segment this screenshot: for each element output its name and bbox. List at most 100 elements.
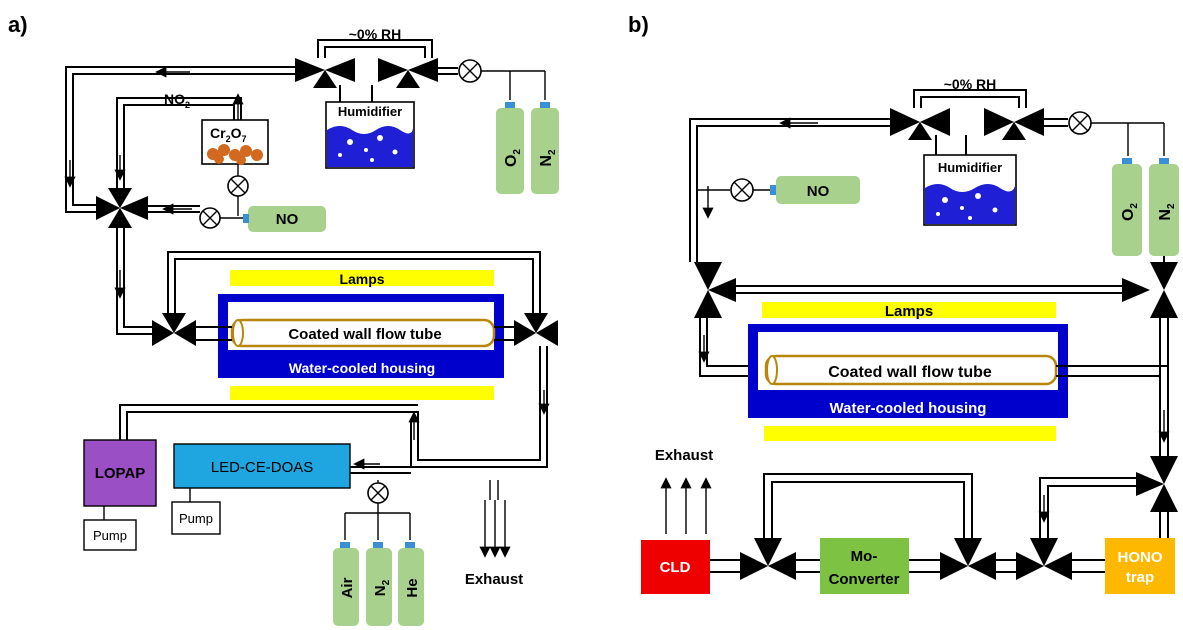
svg-text:Coated wall flow tube: Coated wall flow tube (828, 364, 992, 381)
rh-bypass-line-b (913, 89, 1027, 108)
three-way-valve-b4[interactable] (1122, 262, 1178, 318)
three-way-valve-a4[interactable] (152, 313, 196, 346)
three-way-valve-a2[interactable] (378, 58, 438, 88)
three-way-valve-a1[interactable] (295, 58, 355, 88)
svg-text:NO: NO (807, 183, 830, 200)
air-cylinder-a: Air (333, 542, 359, 626)
pipe-a-down1-inner (123, 228, 155, 328)
three-way-valve-b5[interactable] (1136, 456, 1178, 512)
o2-cylinder-b: O2 (1112, 158, 1142, 256)
mo-label-1: Mo- (851, 548, 878, 565)
pump-box-2 (171, 501, 221, 535)
svg-text:O2: O2 (1120, 203, 1140, 221)
no-cylinder-b: NO (770, 176, 860, 204)
mo-converter-box (820, 538, 909, 594)
mass-flow-controller-a4[interactable] (367, 482, 389, 504)
pipe-b-hono-left (1072, 559, 1105, 573)
three-way-valve-b2[interactable] (984, 108, 1044, 140)
three-way-valve-a3[interactable] (96, 188, 148, 228)
mass-flow-controller-a2[interactable] (227, 175, 249, 197)
pipe-b-cld (710, 559, 740, 573)
humidifier-b: Humidifier (923, 154, 1017, 226)
no-cylinder-a: NO (243, 206, 326, 232)
mass-flow-controller-a3[interactable] (199, 207, 221, 229)
three-way-valve-a5[interactable] (514, 313, 558, 346)
pipe-a-no2-inner (123, 104, 235, 195)
hono-label-2: trap (1126, 569, 1154, 586)
three-way-valve-b1[interactable] (890, 108, 950, 140)
led-ce-doas-box (173, 443, 351, 489)
pipe-a-no2 (116, 97, 242, 195)
pipe-a-lopap (119, 404, 418, 440)
svg-text:Air: Air (339, 577, 356, 598)
lamp-bottom-a (230, 386, 494, 400)
led-ce-doas-label: LED-CE-DOAS (211, 459, 314, 476)
pipe-a-left-outer-inner (72, 73, 295, 206)
three-way-valve-b7[interactable] (940, 538, 996, 580)
pipe-b-left-outer (689, 118, 890, 262)
svg-text:Humidifier: Humidifier (338, 104, 402, 119)
cr2o7-converter-a: Cr2O7 (201, 119, 269, 165)
svg-text:Humidifier: Humidifier (938, 160, 1002, 175)
pipe-a-led (350, 466, 411, 474)
no2-label-a: NO2 (164, 91, 190, 110)
svg-text:N2: N2 (538, 149, 558, 167)
panel-a: a) ~0% RH O2 (8, 12, 559, 626)
pipe-a-bypass (167, 251, 541, 318)
humidifier-a: Humidifier (325, 101, 415, 169)
pump-box-1 (83, 519, 137, 551)
pipe-a-down1 (116, 228, 155, 335)
svg-text:Coated wall flow tube: Coated wall flow tube (288, 326, 441, 343)
o2-cylinder-a: O2 (496, 102, 524, 194)
pipe-b-left-down (699, 318, 760, 377)
svg-text:He: He (404, 578, 421, 597)
pipe-a-exhaust (489, 480, 499, 500)
mass-flow-controller-a1[interactable] (458, 59, 482, 83)
pipe-b-mo-left (796, 559, 820, 573)
pump-label-2: Pump (179, 511, 213, 526)
three-way-valve-b3[interactable] (694, 262, 736, 318)
pipe-a-bypass-inner (174, 258, 534, 318)
pipe-b-mo-right (909, 559, 940, 573)
exhaust-label-b: Exhaust (655, 447, 713, 464)
hono-trap-box (1105, 538, 1175, 594)
rh-bypass-line-a (317, 39, 433, 58)
lopap-box (83, 439, 157, 507)
housing-label-b: Water-cooled housing (830, 400, 987, 417)
lamp-top-a (230, 270, 494, 286)
svg-text:Cr2O7: Cr2O7 (210, 125, 246, 144)
n2-cylinder-b: N2 (1149, 158, 1179, 256)
three-way-valve-b6[interactable] (1016, 538, 1072, 580)
svg-text:N2: N2 (372, 579, 392, 596)
pump-label-1: Pump (93, 528, 127, 543)
rh-bypass-line-inner-a (324, 46, 426, 58)
pipe-b-hono-bypass (1039, 477, 1136, 540)
pipe-b-hono-down (1159, 512, 1169, 538)
lopap-label: LOPAP (95, 465, 146, 482)
cld-label: CLD (660, 559, 691, 576)
flow-tube-b: Coated wall flow tube (764, 354, 1058, 386)
pipe-a-mfc (438, 67, 458, 75)
rh-label-b: ~0% RH (944, 76, 997, 92)
housing-label-a: Water-cooled housing (289, 360, 435, 376)
pipe-a-no (148, 205, 200, 213)
humidifier-pipes-b (935, 135, 967, 155)
svg-text:NO: NO (276, 211, 299, 228)
hono-label-1: HONO (1118, 549, 1163, 566)
pipe-b-bypass (736, 285, 1124, 294)
pipe-b-right-down (1159, 318, 1169, 462)
three-way-valve-b8[interactable] (740, 538, 796, 580)
pipe-b-mo-bypass (763, 473, 973, 540)
lamps-label-b: Lamps (885, 303, 933, 320)
svg-text:O2: O2 (503, 149, 523, 167)
mass-flow-controller-b2[interactable] (730, 178, 754, 202)
panel-a-label: a) (8, 12, 28, 37)
pipe-a-tube-ends (190, 326, 520, 341)
n2-cylinder-a2: N2 (366, 542, 392, 626)
gas-feed-lines-a (481, 70, 546, 100)
panel-b: b) ~0% RH O2 N2 (628, 12, 1179, 594)
he-cylinder-a: He (398, 542, 424, 626)
lamp-top-b (762, 302, 1056, 318)
mass-flow-controller-b1[interactable] (1068, 111, 1092, 135)
